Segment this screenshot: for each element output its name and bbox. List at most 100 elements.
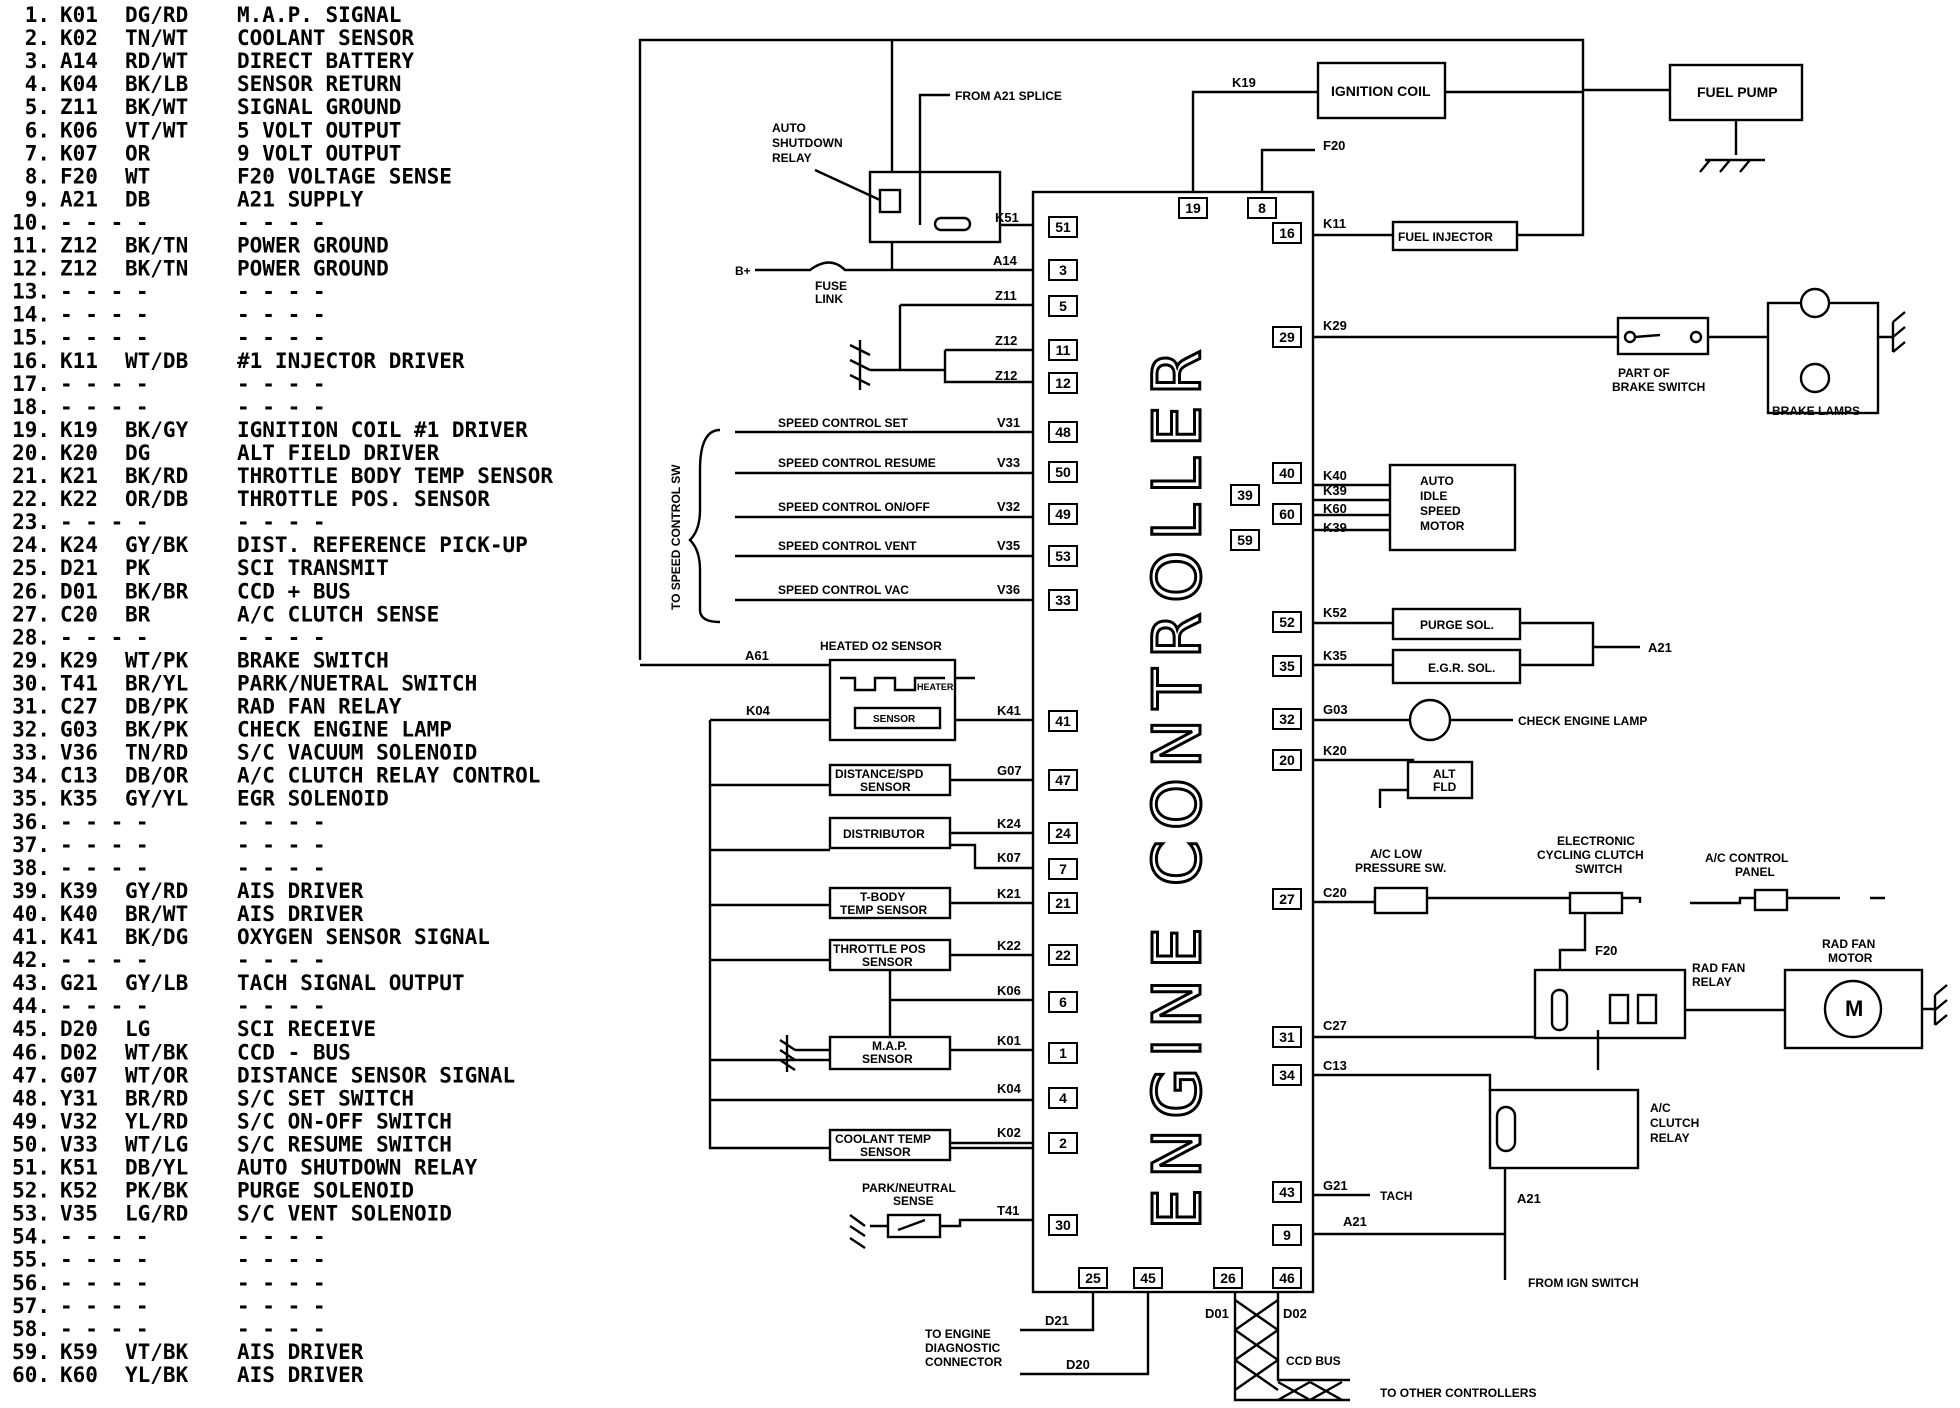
pin-wire-color: OR/DB xyxy=(125,487,188,511)
controller-pin-number: 34 xyxy=(1279,1067,1295,1083)
controller-pin-box xyxy=(1048,1087,1078,1109)
wire-c13-label: C13 xyxy=(1323,1058,1347,1073)
pin-circuit-code: K35 xyxy=(60,787,98,811)
pin-wire-color: YL/BK xyxy=(125,1363,189,1387)
ccd-bus-label: CCD BUS xyxy=(1286,1354,1341,1368)
controller-pin-box xyxy=(1230,484,1260,506)
pin-wire-color: BR/WT xyxy=(125,902,188,926)
wire-k20 xyxy=(1313,758,1415,808)
wire-k04a-label: K04 xyxy=(746,703,771,718)
pin-circuit-code: - - - - xyxy=(60,303,149,327)
pin-function: A/C CLUTCH SENSE xyxy=(237,602,439,626)
pin-number: 18. xyxy=(12,395,50,419)
pin-function: - - - - xyxy=(237,510,326,534)
pin-number: 3. xyxy=(25,49,50,73)
pin-number: 29. xyxy=(12,648,50,672)
check-engine-lamp-label: CHECK ENGINE LAMP xyxy=(1518,714,1647,728)
pin-circuit-code: K41 xyxy=(60,925,98,949)
pin-circuit-code: K02 xyxy=(60,26,98,50)
brake-switch-contact-a xyxy=(1623,330,1637,344)
brake-lamps-box xyxy=(1766,301,1880,415)
pin-function: S/C RESUME SWITCH xyxy=(237,1132,452,1156)
pin-number: 8. xyxy=(25,164,50,188)
wire-k01-label: K01 xyxy=(997,1033,1021,1048)
pin-wire-color: BK/TN xyxy=(125,234,188,258)
purge-sol-box xyxy=(1391,607,1522,641)
wire-a14 xyxy=(755,261,1033,272)
pin-circuit-code: A14 xyxy=(60,49,98,73)
pin-number: 16. xyxy=(12,349,50,373)
pin-number: 21. xyxy=(12,464,50,488)
pin-function: - - - - xyxy=(237,833,326,857)
pin-circuit-code: K40 xyxy=(60,902,98,926)
controller-pin-number: 8 xyxy=(1258,200,1266,216)
pin-function: AIS DRIVER xyxy=(237,902,364,926)
pin-number: 23. xyxy=(12,510,50,534)
wire-f20-label: F20 xyxy=(1323,138,1345,153)
wire-v32-label: V32 xyxy=(997,499,1020,514)
pin-wire-color: BR/YL xyxy=(125,671,188,695)
pin-wire-color: WT/PK xyxy=(125,648,189,672)
pin-function: - - - - xyxy=(237,810,326,834)
pin-circuit-code: V32 xyxy=(60,1109,98,1133)
pin-circuit-code: G21 xyxy=(60,971,98,995)
pin-circuit-code: V36 xyxy=(60,741,98,765)
pin-wire-color: GY/LB xyxy=(125,971,188,995)
controller-pin-box xyxy=(1178,197,1208,219)
fuel-pump-label: FUEL PUMP xyxy=(1697,84,1778,100)
engine-controller-title: ENGINE CONTROLLER xyxy=(1139,340,1216,1230)
pin-circuit-code: - - - - xyxy=(60,1294,149,1318)
pin-number: 35. xyxy=(12,787,50,811)
controller-pin-number: 16 xyxy=(1279,225,1295,241)
pin-function: S/C ON-OFF SWITCH xyxy=(237,1109,452,1133)
pin-circuit-code: - - - - xyxy=(60,994,149,1018)
controller-pin-number: 25 xyxy=(1085,1270,1101,1286)
wire-k39b-label: K39 xyxy=(1323,520,1347,535)
controller-pin-box xyxy=(1048,822,1078,844)
pin-wire-color: DB/PK xyxy=(125,695,189,719)
pin-function: ALT FIELD DRIVER xyxy=(237,441,440,465)
controller-pin-box xyxy=(1048,421,1078,443)
map-ground-icon xyxy=(779,1035,796,1072)
controller-pin-number: 41 xyxy=(1055,713,1071,729)
wire-k35-label: K35 xyxy=(1323,648,1347,663)
pin-number: 30. xyxy=(12,671,50,695)
pin-wire-color: BK/RD xyxy=(125,464,188,488)
speed-onoff-label: SPEED CONTROL ON/OFF xyxy=(778,500,930,514)
motor-m-label: M xyxy=(1845,996,1863,1021)
controller-pin-box xyxy=(1048,710,1078,732)
pin-wire-color: GY/BK xyxy=(125,533,189,557)
wire-d01-label: D01 xyxy=(1205,1306,1229,1321)
pin-wire-color: PK xyxy=(125,556,151,580)
wire-k41 xyxy=(955,676,1033,722)
pin-circuit-code: V35 xyxy=(60,1202,98,1226)
controller-pin-number: 53 xyxy=(1055,548,1071,564)
pin-wire-color: BK/WT xyxy=(125,95,188,119)
pin-circuit-code: C20 xyxy=(60,602,98,626)
wire-k51-label: K51 xyxy=(995,210,1019,225)
pin-circuit-code: D21 xyxy=(60,556,98,580)
relay-contact-icon xyxy=(933,216,972,232)
pin-function: - - - - xyxy=(237,280,326,304)
pin-function: - - - - xyxy=(237,1294,326,1318)
controller-pin-number: 2 xyxy=(1059,1135,1067,1151)
wire-v36-label: V36 xyxy=(997,582,1020,597)
controller-pin-box xyxy=(1272,326,1302,348)
brake-lamps-label: BRAKE LAMPS xyxy=(1772,404,1860,418)
controller-pin-box xyxy=(1048,1132,1078,1154)
wire-g07-label: G07 xyxy=(997,763,1022,778)
fuel-injector-box xyxy=(1391,220,1519,252)
controller-pin-box xyxy=(1048,503,1078,525)
pin-wire-color: LG xyxy=(125,1017,150,1041)
pin-number: 49. xyxy=(12,1109,50,1133)
pin-circuit-code: A21 xyxy=(60,187,98,211)
pin-function: DIRECT BATTERY xyxy=(237,49,414,73)
wire-k41-label: K41 xyxy=(997,703,1021,718)
pin-circuit-code: - - - - xyxy=(60,1271,149,1295)
pin-wire-color: BK/LB xyxy=(125,72,188,96)
controller-pin-box xyxy=(1048,295,1078,317)
